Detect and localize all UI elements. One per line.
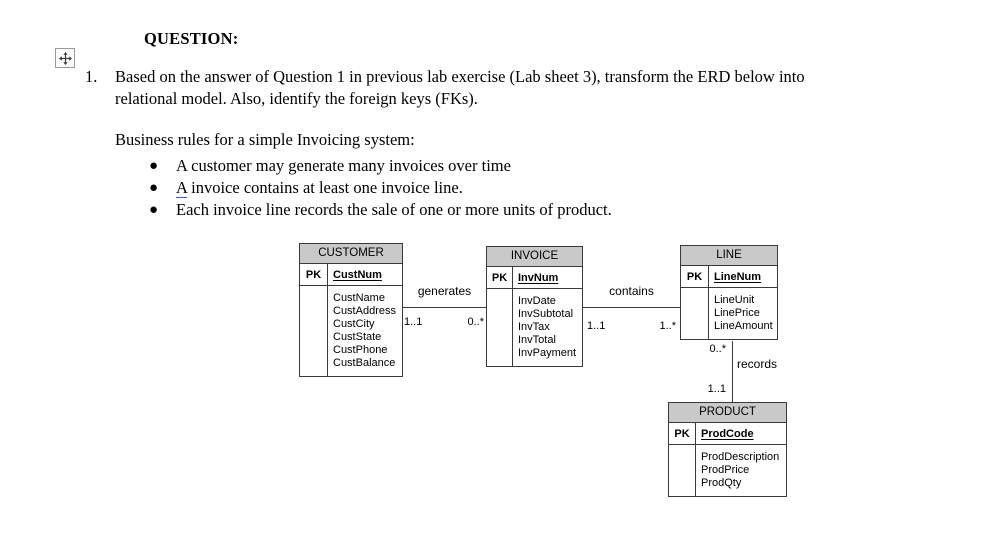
attribute: InvTax: [518, 321, 550, 333]
entity-customer-attributes: CustName CustAddress CustCity CustState …: [300, 286, 402, 376]
entity-product-title: PRODUCT: [669, 403, 786, 423]
entity-invoice-title: INVOICE: [487, 247, 582, 267]
pk-attribute: LineNum: [714, 271, 762, 283]
attribute: ProdQty: [701, 477, 742, 489]
entity-invoice-pk-row: PK InvNum: [487, 267, 582, 289]
attribute: CustCity: [333, 318, 375, 330]
business-rule-item: ● A invoice contains at least one invoic…: [149, 177, 463, 199]
attribute: CustPhone: [333, 344, 388, 356]
rule-text: A customer may generate many invoices ov…: [176, 155, 511, 177]
cardinality-contains-invoice: 1..1: [587, 320, 606, 332]
bullet-icon: ●: [149, 202, 159, 218]
attribute: CustName: [333, 292, 385, 304]
attribute: LineUnit: [714, 294, 755, 306]
cardinality-contains-line: 1..*: [659, 320, 676, 332]
relationship-line-generates: [403, 307, 486, 308]
attribute: CustBalance: [333, 357, 396, 369]
entity-invoice-attributes: InvDate InvSubtotal InvTax InvTotal InvP…: [487, 289, 582, 366]
attribute-list: InvDate InvSubtotal InvTax InvTotal InvP…: [513, 289, 582, 366]
rule-underlined-word: A: [176, 178, 188, 198]
cardinality-generates-customer: 1..1: [404, 316, 423, 328]
pk-attribute: CustNum: [333, 269, 382, 281]
question-text: Based on the answer of Question 1 in pre…: [115, 67, 805, 108]
pk-column-spacer: [300, 286, 328, 376]
attribute: CustState: [333, 331, 382, 343]
relationship-label-contains: contains: [609, 284, 654, 298]
entity-line: LINE PK LineNum LineUnit LinePrice LineA…: [680, 245, 778, 340]
bullet-icon: ●: [149, 158, 159, 174]
bullet-icon: ●: [149, 180, 159, 196]
entity-line-pk-row: PK LineNum: [681, 266, 777, 288]
attribute: InvSubtotal: [518, 308, 574, 320]
entity-line-attributes: LineUnit LinePrice LineAmount: [681, 288, 777, 339]
entity-customer-title: CUSTOMER: [300, 244, 402, 264]
relationship-line-contains: [583, 307, 680, 308]
rule-text: Each invoice line records the sale of on…: [176, 199, 612, 221]
entity-product-pk-row: PK ProdCode: [669, 423, 786, 445]
attribute: LineAmount: [714, 320, 773, 332]
attribute: ProdPrice: [701, 464, 750, 476]
business-rule-item: ● Each invoice line records the sale of …: [149, 199, 612, 221]
cardinality-records-line: 0..*: [709, 343, 726, 355]
question-heading: QUESTION:: [144, 29, 239, 48]
attribute: CustAddress: [333, 305, 396, 317]
pk-column-spacer: [669, 445, 696, 496]
move-arrows-icon: [58, 51, 72, 65]
entity-customer-pk-row: PK CustNum: [300, 264, 402, 286]
business-rule-item: ● A customer may generate many invoices …: [149, 155, 511, 177]
pk-label: PK: [669, 423, 696, 444]
entity-customer: CUSTOMER PK CustNum CustName CustAddress…: [299, 243, 403, 377]
rule-text-rest: invoice contains at least one invoice li…: [187, 178, 463, 197]
attribute-list: ProdDescription ProdPrice ProdQty: [696, 445, 786, 496]
rule-text-rest: Each invoice line records the sale of on…: [176, 200, 612, 219]
business-rules-intro: Business rules for a simple Invoicing sy…: [115, 130, 415, 149]
attribute: ProdDescription: [701, 451, 780, 463]
pk-label: PK: [487, 267, 513, 288]
entity-invoice: INVOICE PK InvNum InvDate InvSubtotal In…: [486, 246, 583, 367]
attribute: InvDate: [518, 295, 556, 307]
pk-column-spacer: [487, 289, 513, 366]
question-number: 1.: [85, 67, 98, 86]
pk-attribute: ProdCode: [701, 428, 754, 440]
rule-text: A invoice contains at least one invoice …: [176, 177, 463, 199]
pk-column-spacer: [681, 288, 709, 339]
rule-text-rest: A customer may generate many invoices ov…: [176, 156, 511, 175]
relationship-label-records: records: [737, 357, 778, 371]
cardinality-generates-invoice: 0..*: [467, 316, 484, 328]
pk-label: PK: [300, 264, 328, 285]
relationship-line-records: [732, 341, 733, 402]
entity-product-attributes: ProdDescription ProdPrice ProdQty: [669, 445, 786, 496]
relationship-label-generates: generates: [417, 284, 472, 298]
attribute: InvTotal: [518, 334, 556, 346]
attribute: LinePrice: [714, 307, 760, 319]
pk-attribute: InvNum: [518, 272, 559, 284]
cardinality-records-product: 1..1: [707, 383, 726, 395]
pk-label: PK: [681, 266, 709, 287]
entity-product: PRODUCT PK ProdCode ProdDescription Prod…: [668, 402, 787, 497]
attribute: InvPayment: [518, 347, 577, 359]
entity-line-title: LINE: [681, 246, 777, 266]
attribute-list: LineUnit LinePrice LineAmount: [709, 288, 777, 339]
attribute-list: CustName CustAddress CustCity CustState …: [328, 286, 402, 376]
move-handle[interactable]: [55, 48, 75, 68]
